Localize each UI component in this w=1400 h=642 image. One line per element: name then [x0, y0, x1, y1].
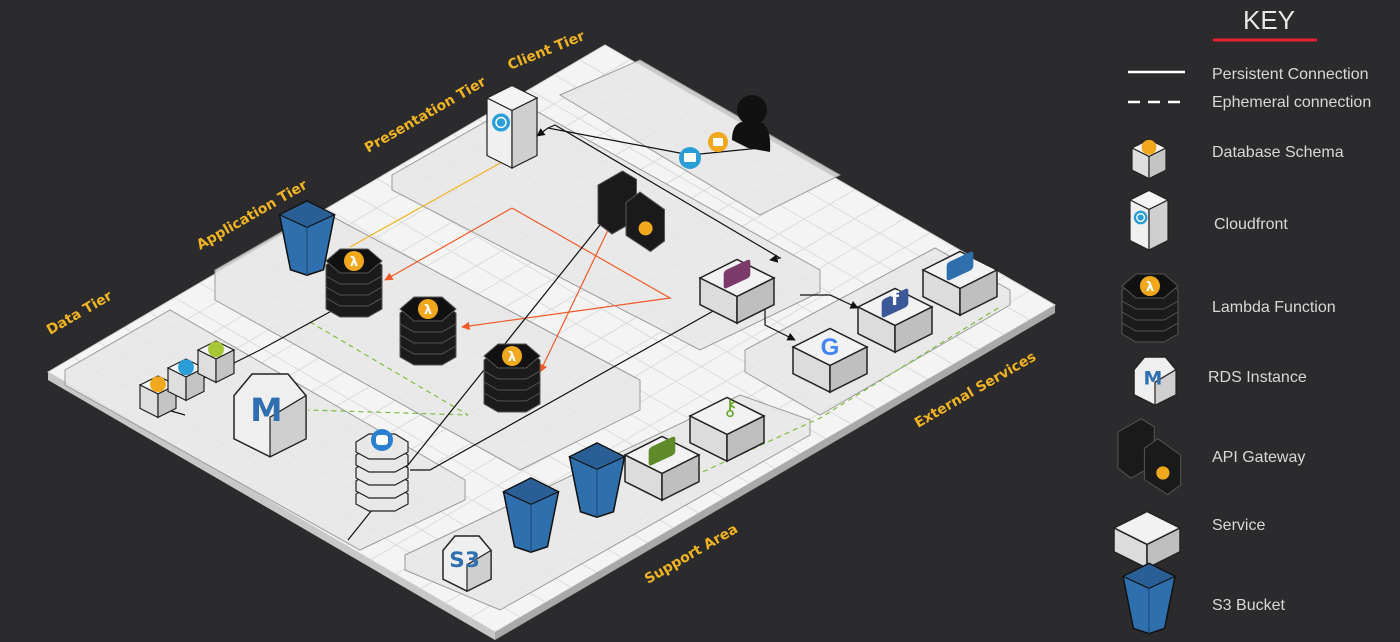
- lambda-icon: [344, 251, 364, 271]
- conn-lambda-to-rds: [307, 321, 469, 416]
- key-icon: ⚷: [722, 396, 738, 421]
- conn-cloudfront-to-service: [547, 124, 782, 263]
- svg-text:λ: λ: [1146, 280, 1154, 295]
- conn-cloudfront-to-lambda: [349, 161, 503, 248]
- gear-icon: [1156, 466, 1170, 480]
- service-facebook-icon: f: [856, 287, 934, 354]
- conn-gateway-to-lambda1: [384, 207, 513, 281]
- globe-icon: [492, 113, 510, 132]
- legend: KEY Persistent Connection Ephemeral conn…: [1112, 5, 1371, 635]
- lambda-icon: [502, 346, 522, 366]
- gear-icon: [638, 221, 653, 236]
- platform-edge-right: [495, 305, 1055, 640]
- s3-icon: S3: [442, 535, 492, 593]
- database-storage-stack: [355, 429, 409, 512]
- grid-line: [370, 232, 931, 561]
- svg-text:S3: S3: [449, 548, 480, 573]
- google-icon: G: [821, 334, 840, 361]
- svg-text:λ: λ: [350, 255, 358, 270]
- s3-bucket-support-2: [502, 477, 560, 554]
- rds-instance-icon: M: [233, 373, 307, 458]
- legend-service-icon: [1112, 510, 1182, 570]
- legend-s3-label: S3 Bucket: [1212, 597, 1285, 614]
- s3-bucket-support-1: [568, 442, 626, 519]
- zone-client: [558, 59, 842, 216]
- service-support-icon: [623, 435, 701, 502]
- conn-service-to-google: [764, 310, 796, 341]
- user-icon: [679, 95, 771, 169]
- legend-s3-icon: [1121, 562, 1177, 635]
- legend-title: KEY: [1243, 5, 1295, 35]
- svg-text:λ: λ: [424, 303, 432, 318]
- legend-apigateway-icon: [1117, 418, 1182, 496]
- legend-service-label: Service: [1212, 517, 1265, 534]
- conn-storage-to-service: [410, 309, 716, 471]
- service-google-icon: [791, 327, 869, 394]
- legend-dbschema-label: Database Schema: [1212, 144, 1344, 161]
- cloudfront-icon: [485, 84, 539, 169]
- legend-rds-label: RDS Instance: [1208, 369, 1307, 386]
- conn-user-to-cloudfront: [536, 127, 761, 156]
- svg-text:f: f: [891, 289, 900, 310]
- legend-cloudfront-icon: [1128, 189, 1170, 251]
- legend-icons: λM: [1112, 138, 1182, 635]
- lambda-function-3: λ: [483, 343, 541, 413]
- svg-text:λ: λ: [508, 350, 516, 365]
- tier-label-data: Data Tier: [44, 288, 115, 338]
- legend-ephemeral-label: Ephemeral connection: [1212, 94, 1371, 111]
- lambda-function-2: λ: [399, 296, 457, 366]
- svg-text:M: M: [250, 391, 282, 429]
- service-cognito-icon: [698, 258, 776, 325]
- legend-cloudfront-label: Cloudfront: [1214, 216, 1288, 233]
- legend-rds-icon: M: [1133, 356, 1177, 407]
- legend-apigateway-label: API Gateway: [1212, 449, 1305, 466]
- platform-edge-left: [48, 372, 495, 640]
- legend-persistent-label: Persistent Connection: [1212, 66, 1369, 83]
- s3-bucket-app-icon: [278, 200, 336, 277]
- conn-gateway-to-lambda3: [539, 204, 621, 373]
- legend-lambda-icon: λ: [1121, 273, 1179, 343]
- legend-dbschema-icon: [1130, 138, 1168, 180]
- conn-service-to-facebook: [800, 294, 859, 309]
- service-keys-icon: [688, 396, 766, 463]
- lambda-icon: [1140, 276, 1160, 296]
- lambda-function-1: λ: [325, 248, 383, 318]
- lambda-icon: [418, 299, 438, 319]
- legend-lambda-label: Lambda Function: [1212, 299, 1336, 316]
- svg-text:M: M: [1143, 367, 1162, 389]
- api-gateway-icon: [597, 170, 665, 253]
- database-schema-3: [196, 340, 236, 384]
- service-identity-icon: [921, 250, 999, 317]
- conn-gateway-to-lambda2: [461, 207, 672, 331]
- globe-icon: [1133, 210, 1148, 225]
